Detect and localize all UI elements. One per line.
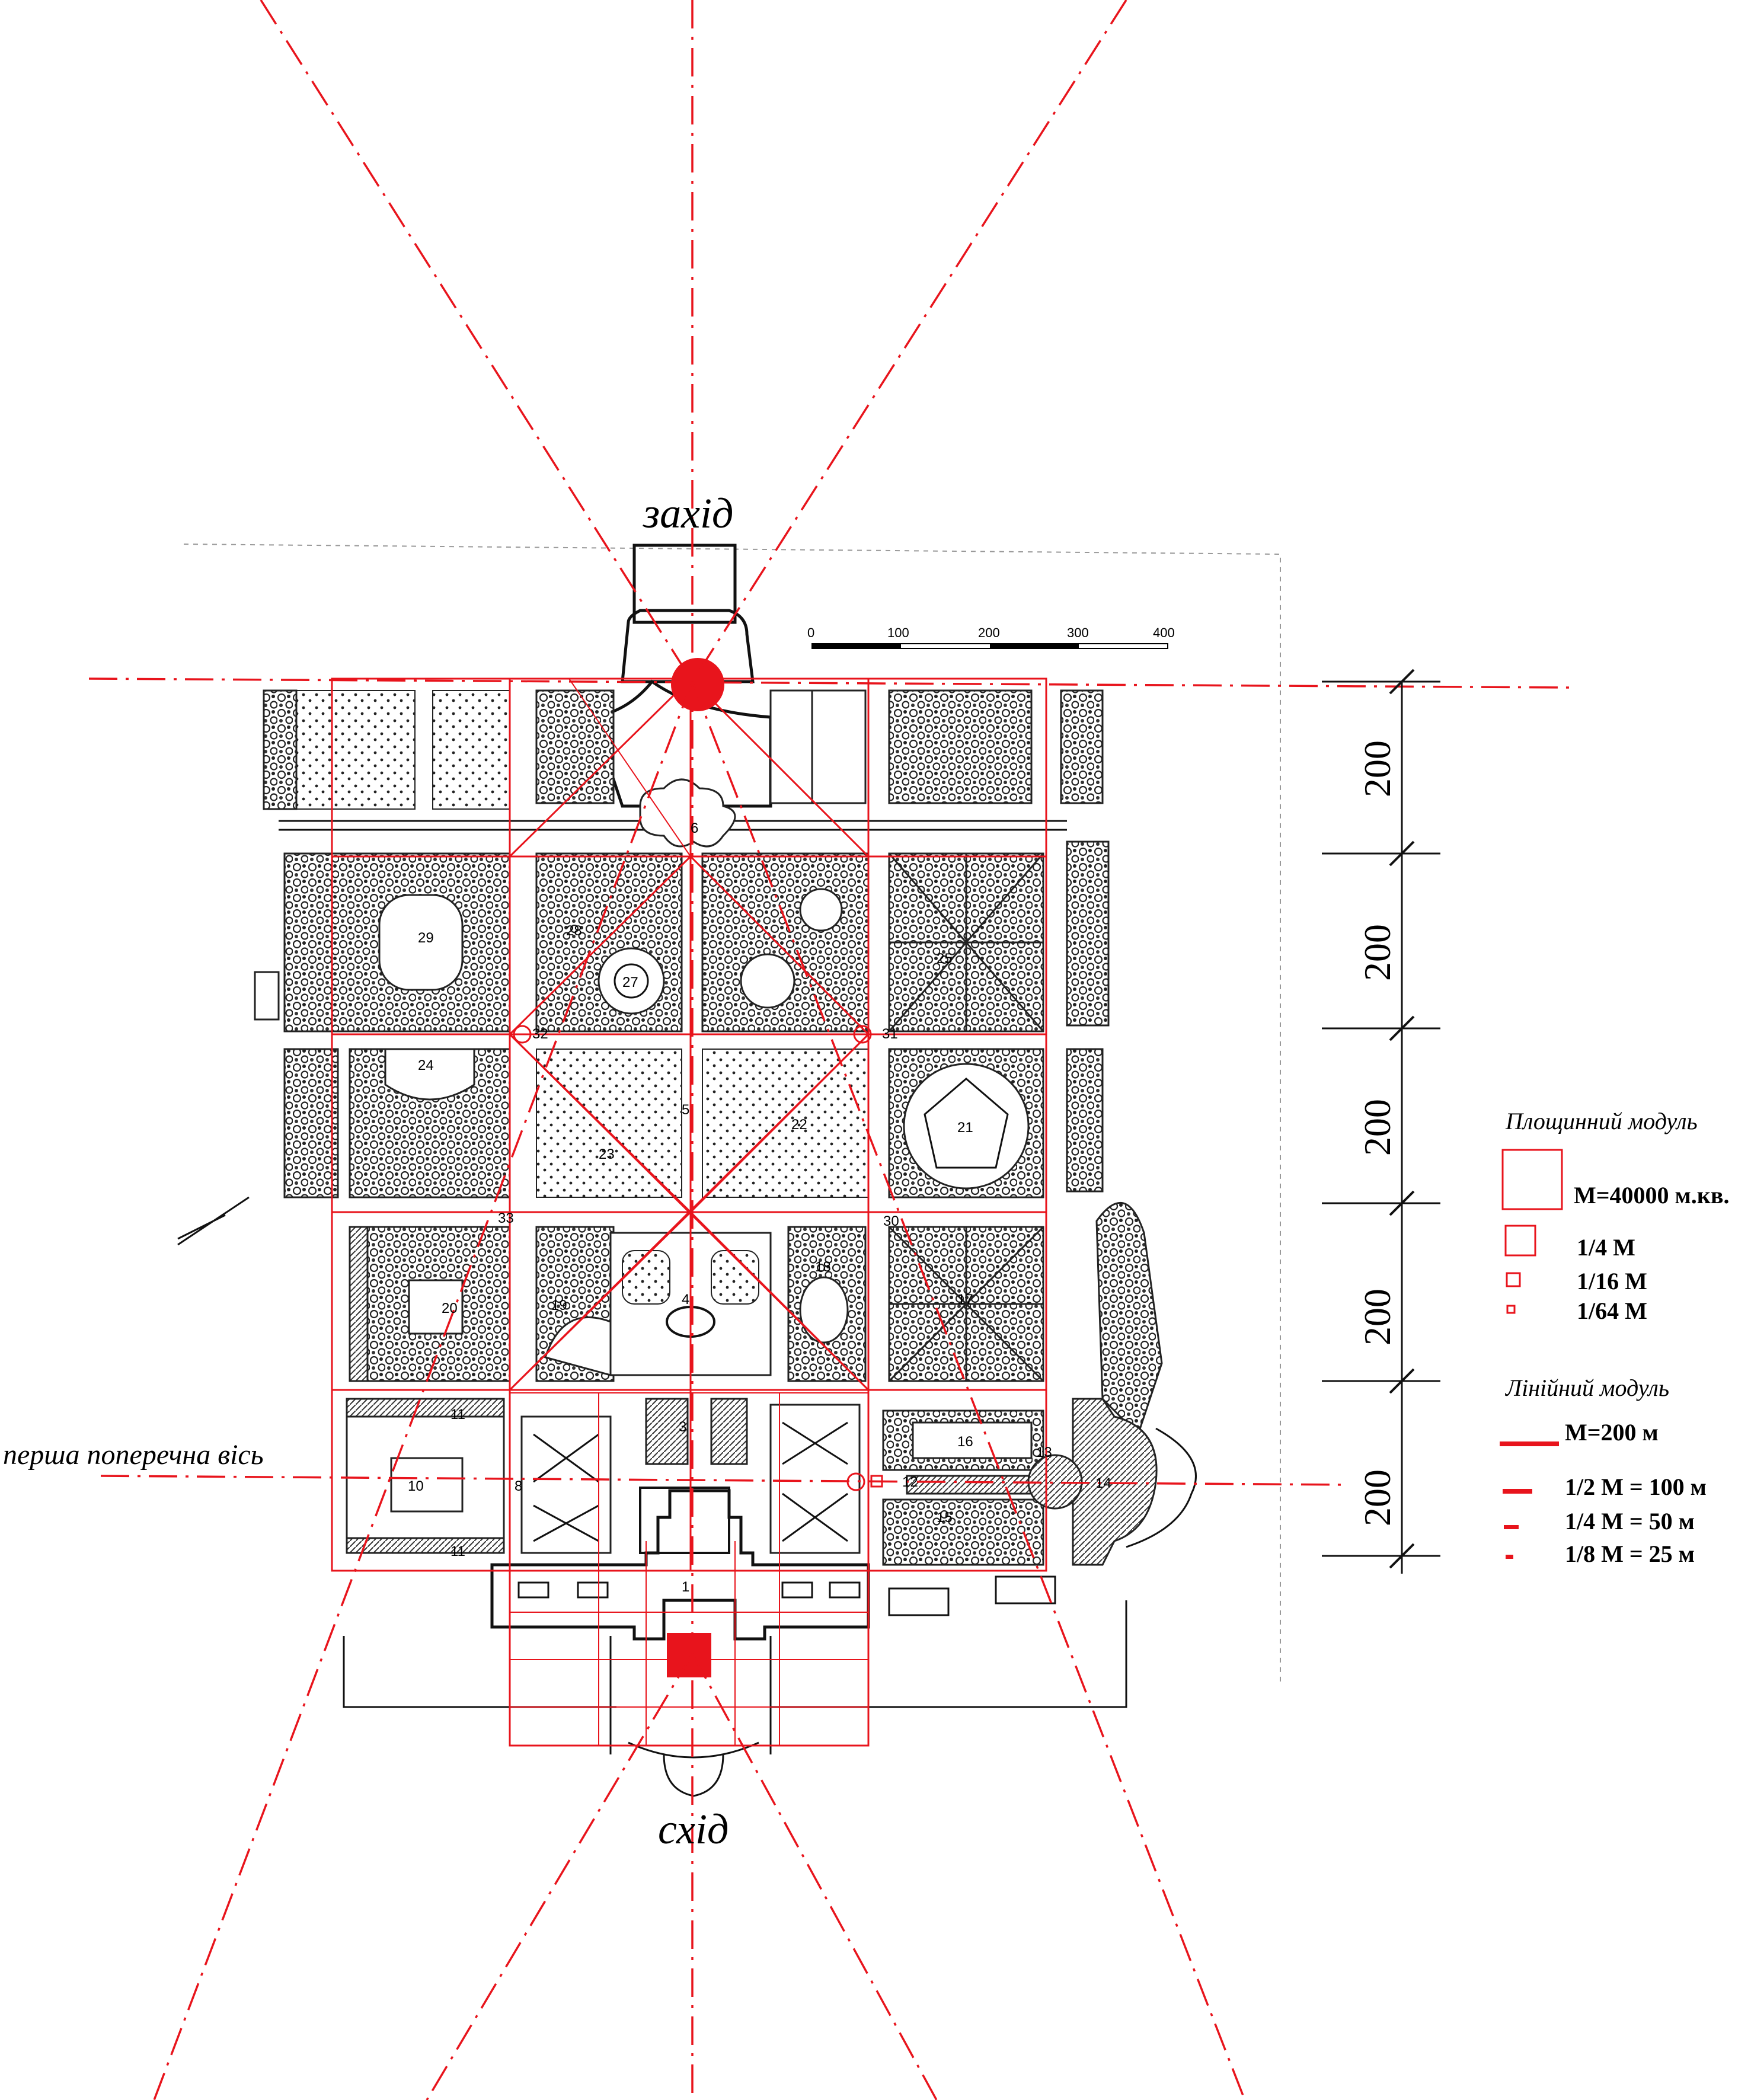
block-8 <box>520 1415 612 1554</box>
area-module-label: 1/16 M <box>1577 1268 1647 1294</box>
plan-number: 19 <box>551 1297 567 1313</box>
right-forest <box>1095 1201 1163 1436</box>
area-module-title: Площинний модуль <box>1505 1108 1698 1134</box>
filled-module-east <box>667 1633 711 1677</box>
area-module-swatch-sixteenth <box>1506 1272 1521 1287</box>
plan-number: 5 <box>682 1102 689 1118</box>
plan-number: 14 <box>1095 1475 1111 1491</box>
plan-number: 11 <box>450 1543 465 1559</box>
construction-overlay <box>88 0 1571 2100</box>
scale-tick: 300 <box>1067 625 1089 640</box>
plan-number: 21 <box>957 1120 973 1136</box>
palace-1 <box>490 1489 870 1641</box>
linear-module-title: Лінійний модуль <box>1504 1375 1669 1401</box>
block-ne-2 <box>1060 689 1104 804</box>
cross-axis-top <box>88 677 1571 689</box>
plan-number: 4 <box>682 1292 689 1308</box>
plan-number: 22 <box>791 1117 807 1133</box>
dimension-label: 200 <box>1356 1289 1398 1345</box>
area-module-label: M=40000 м.кв. <box>1574 1182 1729 1209</box>
area-module-label: 1/64 M <box>1577 1297 1647 1324</box>
block-29-inner <box>378 894 464 991</box>
first-cross-axis-label: перша поперечна вісь <box>3 1439 264 1471</box>
west-round-plaza <box>621 609 755 683</box>
block-far-w <box>263 689 298 810</box>
block-n-4 <box>769 689 819 804</box>
plan-number: 8 <box>515 1478 522 1494</box>
linear-module-bar-M <box>1500 1441 1559 1446</box>
parterre-6 <box>639 778 736 848</box>
plan-number: 24 <box>418 1057 434 1073</box>
dimension-label: 200 <box>1356 1099 1398 1156</box>
dimension-label: 200 <box>1356 924 1398 981</box>
plan-number: 25 <box>937 951 953 967</box>
plan-number: 15 <box>937 1510 953 1526</box>
plan-number: 11 <box>450 1407 465 1423</box>
legend: Площинний модуль M=40000 м.кв. 1/4 M 1/1… <box>1500 1108 1729 1567</box>
linear-module-label: 1/2 M = 100 м <box>1565 1473 1707 1500</box>
plan-number: 18 <box>815 1259 831 1275</box>
dimension-label: 200 <box>1356 740 1398 797</box>
linear-module-bar-eighth <box>1506 1555 1513 1559</box>
west-entrance-avenue <box>632 544 737 624</box>
block-n-5 <box>811 689 867 804</box>
west-label: захід <box>643 490 733 537</box>
scale-tick: 0 <box>807 625 814 640</box>
plan-number: 32 <box>532 1026 548 1042</box>
area-module-swatch-quarter <box>1504 1225 1536 1257</box>
plan-number: 13 <box>1036 1444 1052 1460</box>
linear-module-label: M=200 м <box>1565 1419 1659 1446</box>
plan-number: 31 <box>882 1026 898 1042</box>
scale-tick: 400 <box>1153 625 1175 640</box>
parterre-3 <box>645 1398 748 1465</box>
plan-number: 23 <box>599 1146 615 1162</box>
area-module-swatch-sixtyfourth <box>1506 1305 1516 1314</box>
scale-tick: 100 <box>887 625 909 640</box>
linear-module-bar-half <box>1503 1489 1532 1494</box>
plan-number: 33 <box>498 1210 514 1226</box>
east-label: схід <box>658 1805 728 1853</box>
block-23 <box>536 1049 682 1198</box>
plan-number: 27 <box>622 974 638 990</box>
plan-number: 17 <box>957 1292 973 1308</box>
block-nw-2 <box>432 690 510 810</box>
base-plan <box>177 544 1281 1797</box>
first-cross-axis <box>100 1475 1346 1486</box>
plan-number: 3 <box>679 1419 686 1435</box>
block-20 <box>354 1226 511 1382</box>
linear-module-bar-quarter <box>1504 1525 1519 1529</box>
block-15 <box>882 1498 1044 1566</box>
linear-module-label: 1/8 M = 25 м <box>1565 1540 1695 1567</box>
plan-number: 29 <box>418 930 434 946</box>
scale-tick: 200 <box>978 625 1000 640</box>
block-ne-1 <box>888 689 1033 804</box>
plan-number: 16 <box>957 1434 973 1450</box>
linear-module-label: 1/4 M = 50 м <box>1565 1508 1695 1535</box>
plan-number: 30 <box>883 1213 899 1229</box>
plan-number: 28 <box>566 923 582 939</box>
block-26 <box>701 852 870 1033</box>
pond-14 <box>1072 1398 1158 1566</box>
block-n-3 <box>535 689 615 804</box>
plan-number: 20 <box>442 1300 458 1316</box>
area-module-label: 1/4 M <box>1577 1234 1635 1261</box>
area-module-swatch-M <box>1501 1149 1563 1210</box>
dimension-chain: 200 200 200 200 200 <box>1322 669 1440 1574</box>
plan-number: 6 <box>691 820 698 836</box>
plan-numbers: 1 3 4 5 6 8 10 11 11 12 13 14 15 16 17 1… <box>408 820 1111 1595</box>
circle-27 <box>597 947 665 1015</box>
dimension-label: 200 <box>1356 1469 1398 1526</box>
plan-number: 10 <box>408 1478 424 1494</box>
plan-number: 12 <box>902 1474 918 1490</box>
plan-number: 1 <box>682 1579 689 1595</box>
west-axis-point <box>671 658 724 711</box>
scale-bar: 0 100 200 300 400 <box>807 625 1175 649</box>
